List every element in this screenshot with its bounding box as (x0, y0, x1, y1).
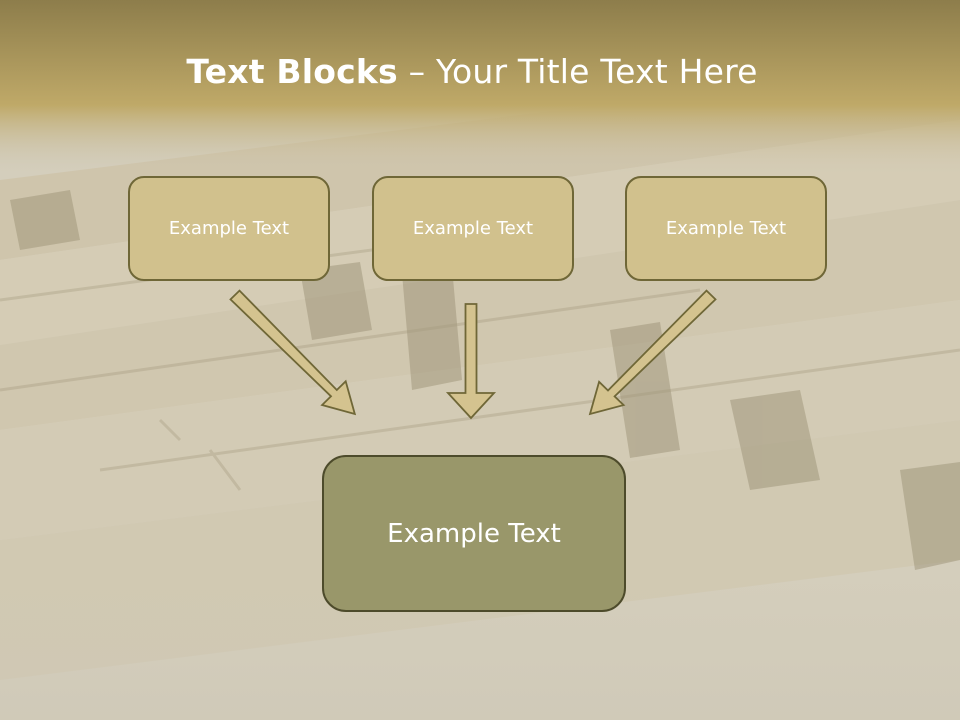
arrow-center-icon (445, 303, 497, 420)
slide-title-bold: Text Blocks (186, 52, 398, 91)
slide-title-rest: – Your Title Text Here (397, 52, 758, 91)
arrow-left-icon (229, 289, 357, 416)
top-block-1-label: Example Text (168, 218, 290, 239)
bottom-block: Example Text (322, 455, 626, 612)
top-block-2: Example Text (372, 176, 574, 281)
top-block-3-label: Example Text (665, 218, 787, 239)
bottom-block-label: Example Text (387, 518, 561, 549)
arrow-right-icon (588, 289, 717, 416)
top-block-3: Example Text (625, 176, 827, 281)
slide-title: Text Blocks – Your Title Text Here (0, 52, 944, 91)
top-block-1: Example Text (128, 176, 330, 281)
top-block-2-label: Example Text (412, 218, 534, 239)
